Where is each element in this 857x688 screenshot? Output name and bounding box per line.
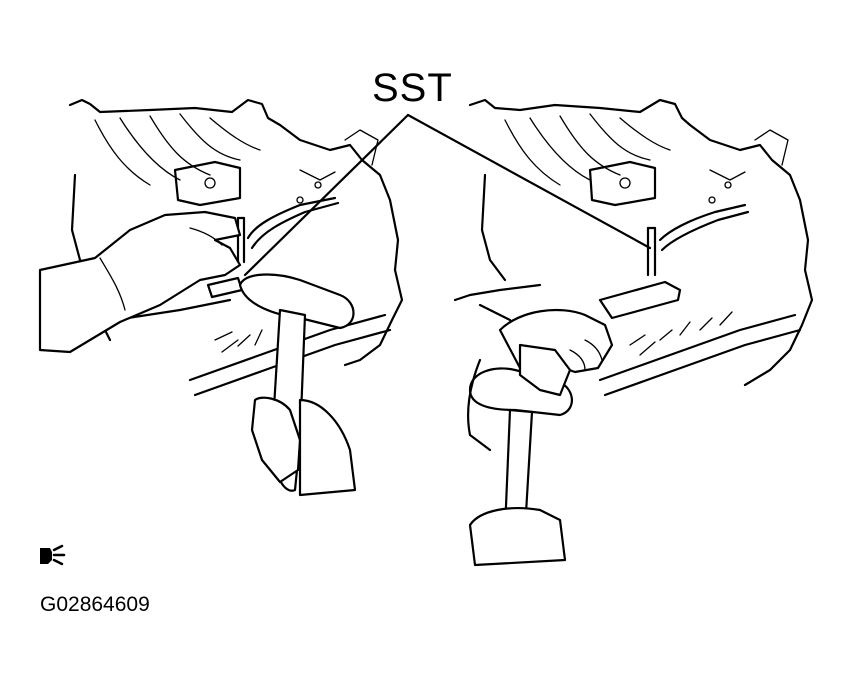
sst-callout-label: SST	[372, 66, 453, 110]
right-hammer	[466, 343, 573, 567]
right-engine-block	[453, 98, 814, 397]
figure-id-label: G02864609	[40, 593, 150, 616]
left-hand-upper	[38, 210, 242, 354]
right-sst-tool	[478, 203, 750, 322]
left-sst-tool	[206, 196, 340, 299]
left-hammer	[238, 273, 357, 497]
tool-note-icon	[40, 544, 66, 566]
sst-leader-lines	[243, 113, 652, 277]
